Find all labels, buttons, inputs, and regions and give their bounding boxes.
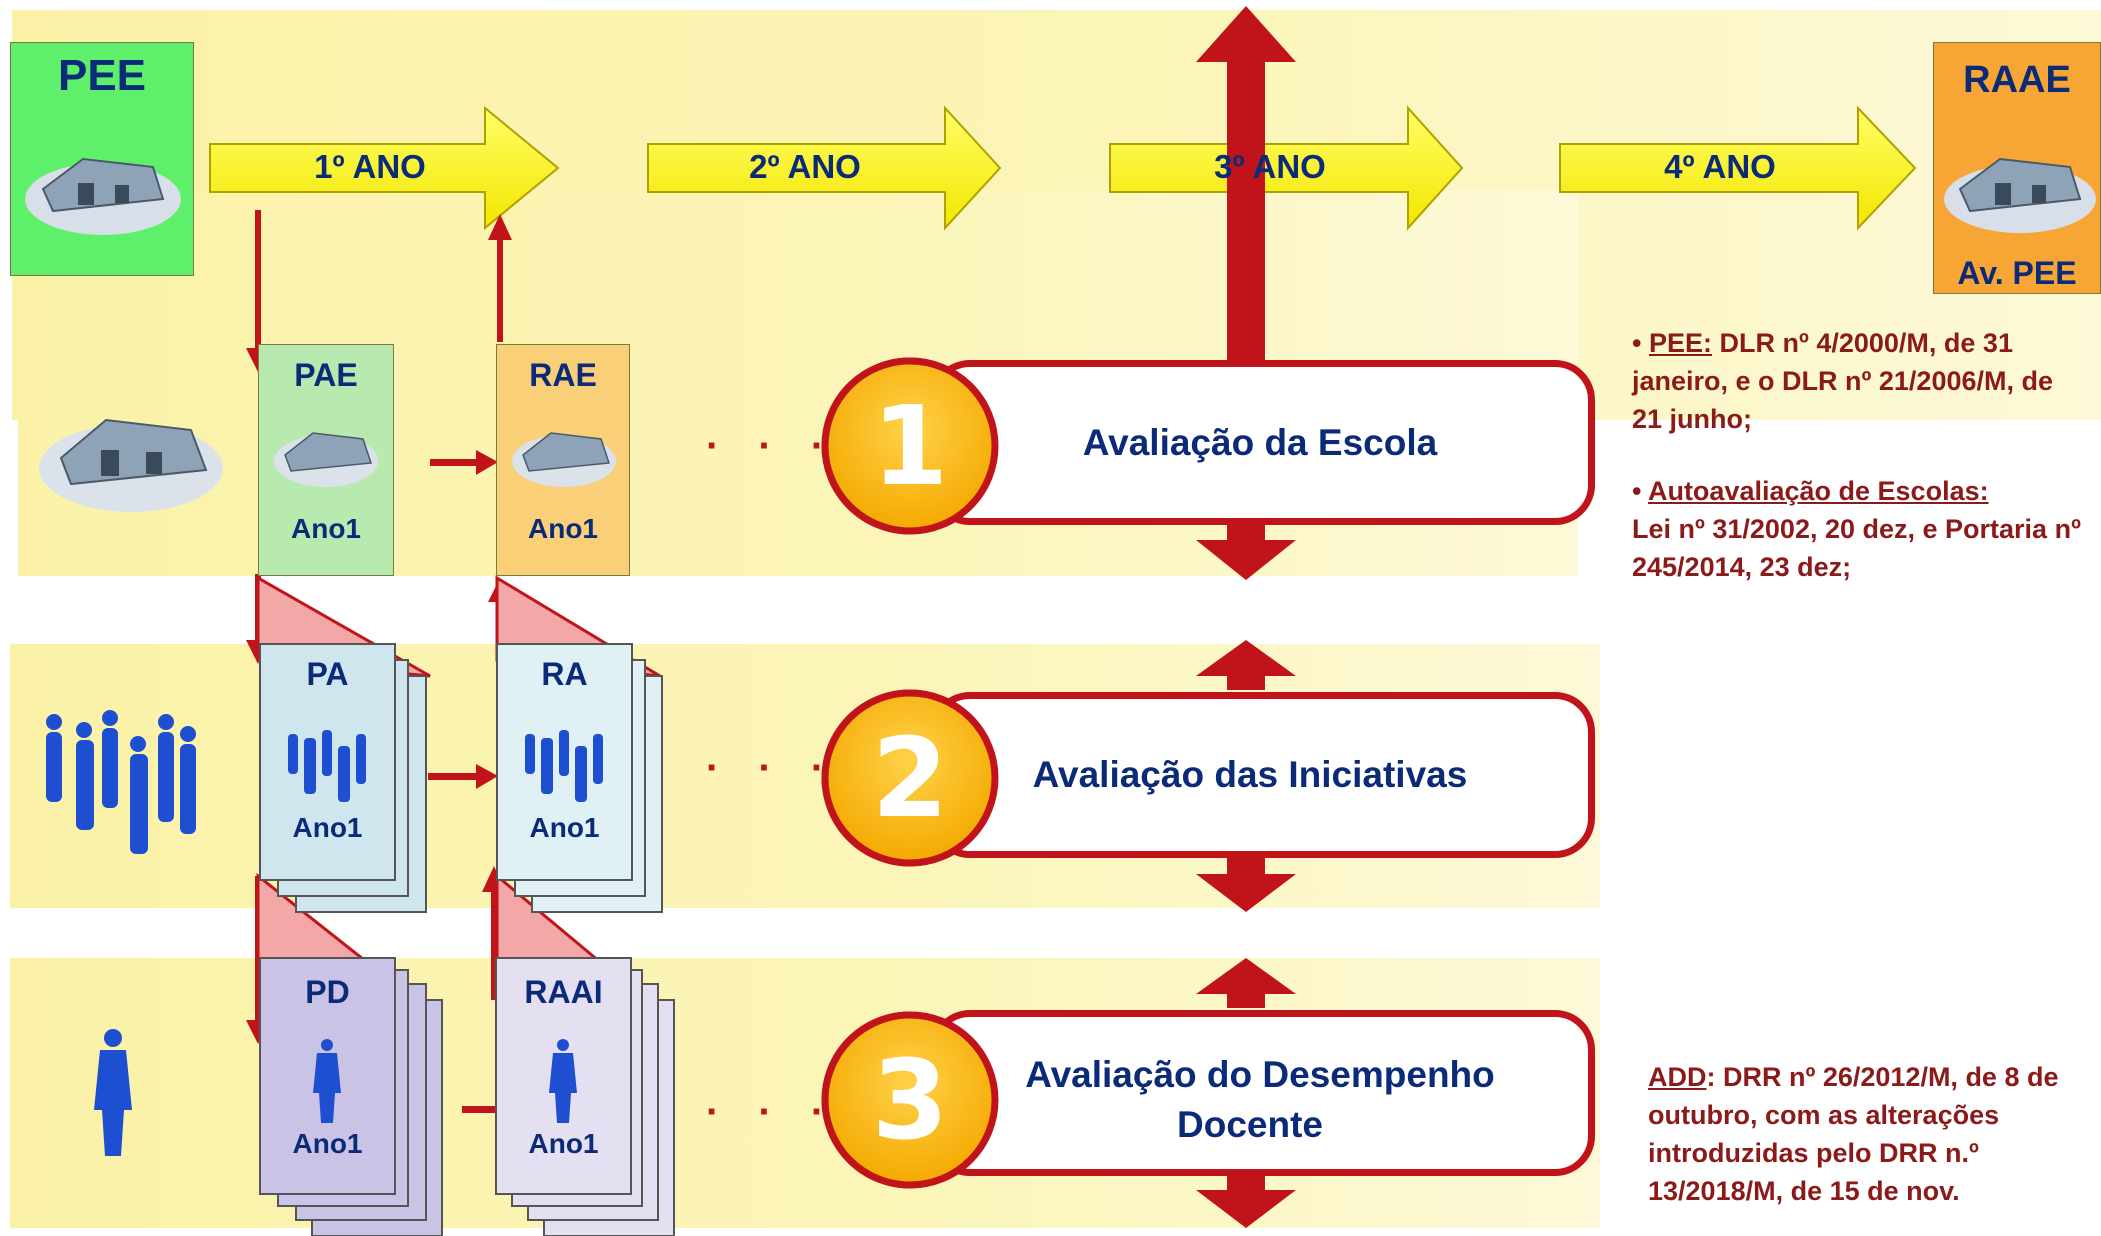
red-up-arrow-main	[1196, 6, 1296, 360]
red-down-arrow-2	[1196, 856, 1296, 912]
raae-title: RAAE	[1963, 59, 2071, 101]
year-arrow-1	[209, 105, 560, 231]
year-arrow-4	[1559, 105, 1917, 231]
raai-title: RAAI	[524, 974, 603, 1010]
pa-content: PA Ano1	[260, 644, 395, 880]
school-building-icon	[1944, 157, 2096, 233]
pae-title: PAE	[294, 357, 358, 393]
people-group-icon	[288, 730, 366, 802]
row2-title: Avaliação das Iniciativas	[1032, 754, 1468, 795]
ellipsis-row1: · · ·	[706, 424, 839, 468]
year-label-3: 3º ANO	[1214, 148, 1326, 185]
raai-content: RAAI Ano1	[496, 958, 631, 1194]
note-add: ADD: DRR nº 26/2012/M, de 8 de outubro, …	[1648, 1058, 2093, 1210]
pd-content: PD Ano1	[260, 958, 395, 1194]
ra-year: Ano1	[529, 812, 600, 843]
raae-end-box: RAAE Av. PEE	[1933, 42, 2101, 294]
note-auto-label: Autoavaliação de Escolas:	[1647, 476, 1989, 506]
ellipsis-row3: · · ·	[706, 1090, 839, 1134]
pa-year: Ano1	[292, 812, 363, 843]
ellipsis-row2: · · ·	[706, 746, 839, 790]
note-add-label: ADD	[1648, 1062, 1707, 1092]
row3-title-line2: Docente	[1177, 1104, 1323, 1145]
school-building-icon	[25, 157, 181, 235]
pa-title: PA	[306, 656, 349, 692]
ra-content: RA Ano1	[497, 644, 632, 880]
note-pee-label: PEE:	[1648, 328, 1712, 358]
ra-title: RA	[541, 656, 588, 692]
pee-title: PEE	[57, 51, 147, 100]
year-label-4: 4º ANO	[1664, 148, 1776, 185]
pa-page-stack	[259, 643, 427, 913]
red-down-arrow-1	[1196, 518, 1296, 580]
people-group-icon	[46, 710, 196, 854]
pd-year: Ano1	[292, 1128, 363, 1159]
school-building-icon	[512, 432, 616, 487]
pee-start-box: PEE	[10, 42, 194, 276]
people-group-icon	[525, 730, 603, 802]
row3-title-line1: Avaliação do Desempenho	[1025, 1054, 1495, 1095]
rae-title: RAE	[529, 357, 597, 393]
red-up-arrow-3	[1196, 958, 1296, 1008]
year-label-2: 2º ANO	[749, 148, 861, 185]
raai-year: Ano1	[528, 1128, 599, 1159]
year-arrow-3	[1109, 105, 1464, 231]
raae-subtitle: Av. PEE	[1957, 255, 2077, 291]
year-arrow-2	[647, 105, 1002, 231]
pd-title: PD	[305, 974, 350, 1010]
pd-page-stack	[259, 957, 443, 1236]
note-autoavaliacao: • Autoavaliação de Escolas: Lei nº 31/20…	[1632, 476, 2081, 582]
note-pee-text: DLR nº 4/2000/M, de 31 janeiro, e o DLR …	[1632, 328, 2053, 434]
note-add-text: : DRR nº 26/2012/M, de 8 de outubro, com…	[1648, 1062, 2059, 1206]
rae-box: RAE Ano1	[496, 344, 630, 576]
pae-box: PAE Ano1	[258, 344, 394, 576]
pill-row1	[930, 360, 1595, 525]
rae-year: Ano1	[528, 513, 598, 544]
year-label-1: 1º ANO	[314, 148, 426, 185]
school-building-icon	[274, 432, 378, 487]
pae-year: Ano1	[291, 513, 361, 544]
person-icon	[94, 1029, 132, 1156]
red-up-arrow-2	[1196, 640, 1296, 690]
red-down-arrow-3	[1196, 1172, 1296, 1228]
row1-title: Avaliação da Escola	[1082, 422, 1438, 463]
pill-row2	[930, 692, 1595, 858]
note-pee: • PEE: DLR nº 4/2000/M, de 31 janeiro, e…	[1632, 328, 2053, 434]
note-auto-text: Lei nº 31/2002, 20 dez, e Portaria nº 24…	[1632, 514, 2081, 582]
person-icon	[313, 1039, 341, 1123]
school-building-icon	[39, 418, 223, 512]
person-icon	[549, 1039, 577, 1123]
